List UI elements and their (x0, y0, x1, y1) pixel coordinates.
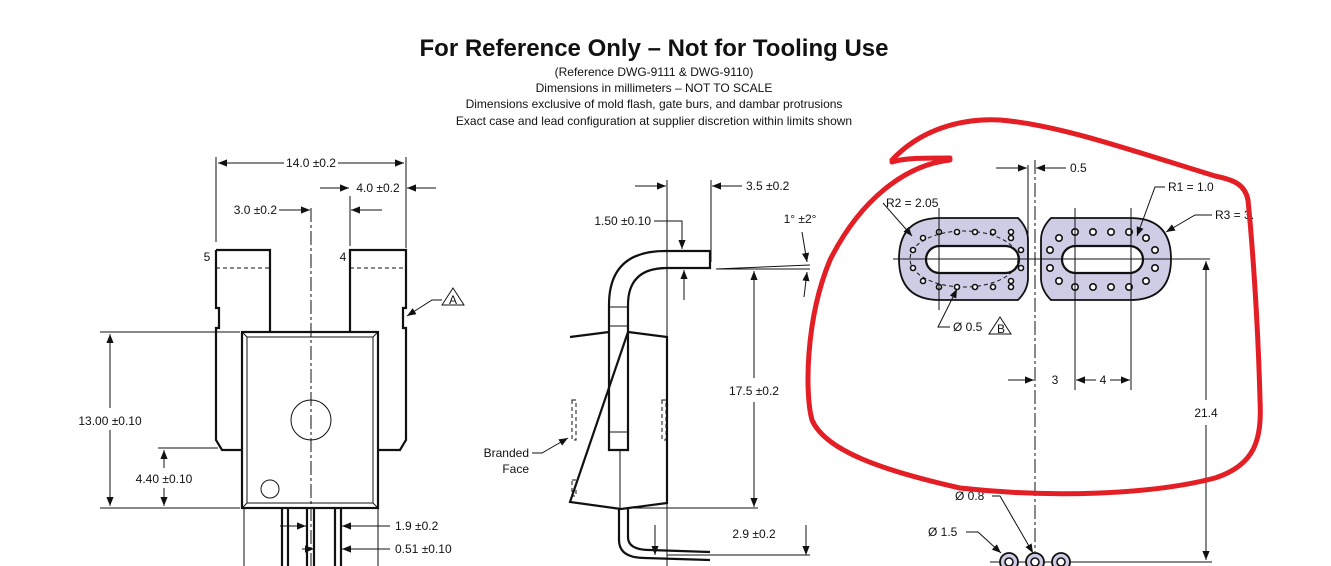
note-reference: (Reference DWG-9111 & DWG-9110) (555, 65, 754, 79)
via-hole (1055, 276, 1064, 285)
via-hole (971, 228, 979, 236)
datum-a-triangle (441, 287, 465, 306)
via-hole (989, 228, 997, 236)
via-hole (1007, 228, 1015, 236)
lead-4 (348, 248, 408, 452)
via-hole (1151, 263, 1160, 272)
via-hole (1007, 234, 1015, 242)
dim-body-height: 13.00 ±0.10 (78, 414, 142, 428)
pin-4-label: 4 (340, 250, 347, 264)
note-exclusions: Dimensions exclusive of mold flash, gate… (466, 97, 843, 111)
via-hole (1007, 277, 1015, 285)
via-hole (909, 246, 917, 254)
pin1-marker (260, 479, 280, 499)
dim-hole-08: Ø 0.8 (955, 489, 985, 503)
via-hole (1055, 234, 1064, 243)
dim-center-offset: 3.0 ±0.2 (234, 203, 278, 217)
dim-lead-end: 4.40 ±0.10 (136, 472, 193, 486)
sensor-circle (290, 399, 332, 441)
via-hole (1089, 228, 1098, 237)
datum-b: B (997, 322, 1005, 336)
dim-pin-pitch: 1.9 ±0.2 (395, 519, 439, 533)
page-title: For Reference Only – Not for Tooling Use (420, 35, 889, 62)
pin-5-label: 5 (204, 250, 211, 264)
package-body (240, 330, 380, 510)
front-view: 14.0 ±0.2 4.0 ±0.2 3.0 ±0.2 5 4 A 13.00 … (78, 156, 465, 566)
dim-21-4: 21.4 (1194, 406, 1218, 420)
lead-5 (214, 248, 272, 452)
via-hole (1107, 228, 1116, 237)
via-hole (1142, 234, 1151, 243)
dim-r3: R3 = 3. (1215, 208, 1254, 222)
via-hole (1142, 276, 1151, 285)
note-units: Dimensions in millimeters – NOT TO SCALE (536, 81, 773, 95)
via-hole (1046, 246, 1055, 255)
dim-hole-15: Ø 1.5 (928, 525, 958, 539)
via-hole (1151, 246, 1160, 255)
pcb-layout: 0.5 R1 = 1.0 R3 = 3. R2 = 2.05 Ø 0.5 B 3… (882, 160, 1254, 566)
dim-via-dia: Ø 0.5 (953, 320, 983, 334)
dim-3: 3 (1052, 373, 1059, 387)
dim-lead-offset: 3.5 ±0.2 (746, 179, 790, 193)
branded-face-label-1: Branded (484, 446, 529, 460)
dim-pin-bend: 2.9 ±0.2 (732, 527, 776, 541)
side-view: 3.5 ±0.2 1.50 ±0.10 1° ±2° 17.5 ±0.2 2.9… (484, 179, 817, 566)
side-body (568, 330, 669, 511)
dim-pin-width: 0.51 ±0.10 (395, 542, 452, 556)
dim-r1: R1 = 1.0 (1168, 180, 1214, 194)
via-hole (1007, 283, 1015, 291)
via-hole (1107, 282, 1116, 291)
dim-width: 14.0 ±0.2 (286, 156, 336, 170)
datum-a: A (449, 293, 457, 307)
datum-b-triangle (988, 316, 1012, 335)
via-hole (953, 283, 961, 291)
dim-angle: 1° ±2° (784, 212, 817, 226)
via-hole (989, 283, 997, 291)
via-hole (1089, 282, 1098, 291)
dim-lead-thickness: 1.50 ±0.10 (594, 214, 651, 228)
via-hole (919, 277, 927, 285)
dim-gap: 0.5 (1070, 161, 1087, 175)
red-annotation-loop (805, 117, 1263, 497)
via-hole (971, 283, 979, 291)
dim-lead-width: 4.0 ±0.2 (356, 181, 400, 195)
via-hole (1046, 263, 1055, 272)
branded-face-label-2: Face (502, 462, 529, 476)
dim-4: 4 (1100, 373, 1107, 387)
dim-r2: R2 = 2.05 (886, 196, 939, 210)
via-hole (953, 228, 961, 236)
via-hole (1017, 246, 1025, 254)
red-annotation-stroke (889, 155, 953, 165)
side-lead (607, 249, 712, 452)
note-configuration: Exact case and lead configuration at sup… (456, 114, 852, 128)
via-hole (919, 234, 927, 242)
via-hole (909, 264, 917, 272)
via-hole (1017, 264, 1025, 272)
dim-height: 17.5 ±0.2 (729, 384, 779, 398)
